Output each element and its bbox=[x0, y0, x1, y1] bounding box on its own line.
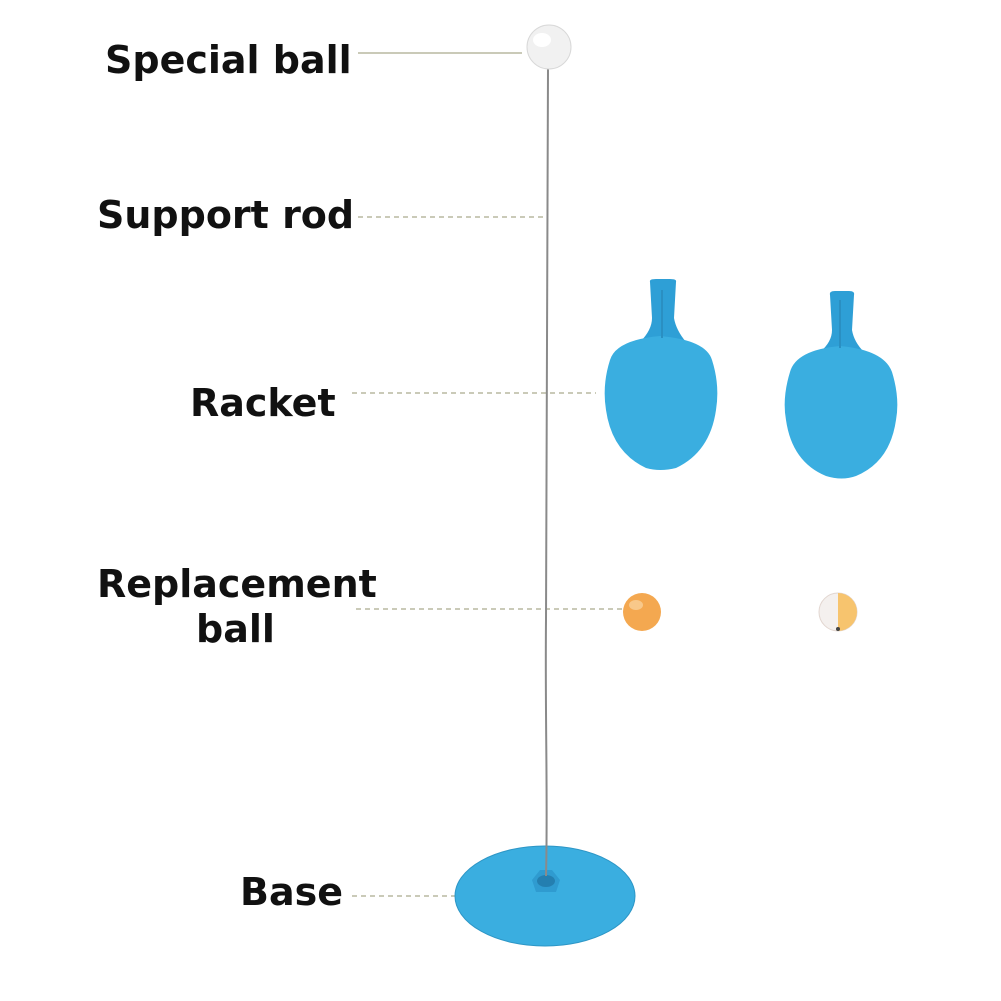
racket-left bbox=[604, 279, 718, 470]
support-rod bbox=[544, 67, 549, 877]
label-base: Base bbox=[240, 870, 343, 914]
label-replacement-ball-line1: Replacement bbox=[97, 562, 377, 606]
label-replacement-ball-line2: ball bbox=[196, 607, 275, 651]
label-support-rod: Support rod bbox=[97, 193, 355, 237]
racket-right bbox=[784, 291, 898, 479]
replacement-ball-orange bbox=[623, 593, 661, 631]
special-ball bbox=[526, 24, 572, 70]
replacement-ball-white bbox=[818, 592, 858, 632]
label-special-ball: Special ball bbox=[105, 38, 352, 82]
label-racket: Racket bbox=[190, 381, 336, 425]
base-disc bbox=[454, 845, 636, 947]
